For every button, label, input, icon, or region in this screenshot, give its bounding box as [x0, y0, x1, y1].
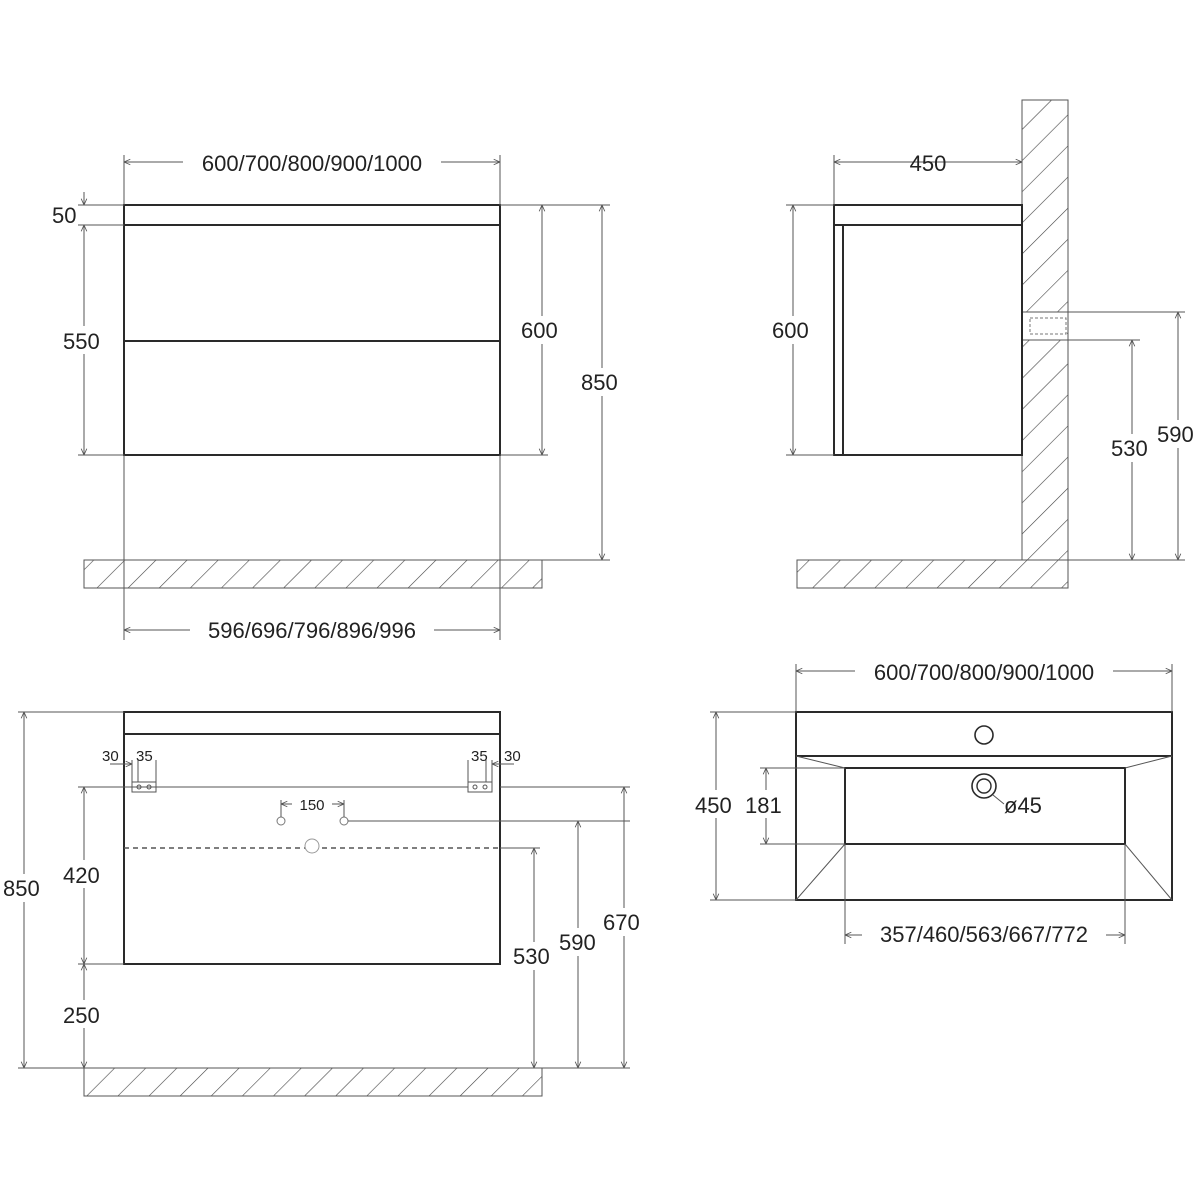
front-width-label: 600/700/800/900/1000: [202, 151, 422, 176]
top-depth-label: 450: [695, 793, 732, 818]
back-right-offset-30: 30: [504, 748, 521, 765]
back-countertop: [123, 711, 501, 735]
side-wall-pipe: [1029, 317, 1067, 335]
top-width-label: 600/700/800/900/1000: [874, 660, 1094, 685]
back-left-offset-30: 30: [102, 748, 119, 765]
drain-pipe-hole: [304, 838, 320, 854]
back-left-offset-35: 35: [136, 748, 153, 765]
side-floor-hatch: [796, 559, 1069, 589]
back-pipe-height-590: 590: [559, 930, 596, 955]
front-floor-hatch: [83, 559, 543, 589]
left-mount-hole: [276, 816, 286, 826]
front-view: 600/700/800/900/1000 596/696/796/896/996…: [52, 148, 624, 644]
top-basin-bottom: [844, 767, 1126, 845]
top-sink-outline: [795, 711, 1173, 901]
right-mount-hole: [339, 816, 349, 826]
side-drain-height-2-label: 590: [1157, 422, 1194, 447]
tap-hole: [974, 725, 994, 745]
back-pipe-height-530: 530: [513, 944, 550, 969]
drain-inner-ring: [976, 778, 992, 794]
back-hole-spacing-label: 150: [299, 797, 324, 814]
side-countertop: [833, 204, 1023, 226]
top-view: 600/700/800/900/1000 450 181 ø45 357/460…: [694, 657, 1173, 948]
side-height-label: 600: [772, 318, 809, 343]
top-tap-offset-label: 181: [745, 793, 782, 818]
back-right-offset-35: 35: [471, 748, 488, 765]
side-view: 450 600 530 590: [770, 99, 1200, 589]
front-top-thickness-label: 50: [52, 203, 76, 228]
back-total-height-label: 850: [3, 876, 40, 901]
side-drain-height-1-label: 530: [1111, 436, 1148, 461]
back-pipe-height-670: 670: [603, 910, 640, 935]
top-basin-width-label: 357/460/563/667/772: [880, 922, 1088, 947]
front-floor-height-label: 850: [581, 370, 618, 395]
side-cabinet-body: [833, 224, 1023, 456]
front-body-height-label: 550: [63, 329, 100, 354]
back-mount-height-label: 420: [63, 863, 100, 888]
drain-diameter-label: ø45: [1004, 793, 1042, 818]
front-total-height-label: 600: [521, 318, 558, 343]
back-cabinet-body: [123, 733, 501, 965]
front-countertop: [123, 204, 501, 226]
back-view: 850 30 35 35 30 150 420 250 530 590 670: [2, 711, 646, 1097]
back-floor-hatch: [83, 1067, 543, 1097]
right-hanging-bracket: [467, 781, 493, 793]
side-depth-label: 450: [910, 151, 947, 176]
front-bottom-width-label: 596/696/796/896/996: [208, 618, 416, 643]
back-floor-gap-label: 250: [63, 1003, 100, 1028]
